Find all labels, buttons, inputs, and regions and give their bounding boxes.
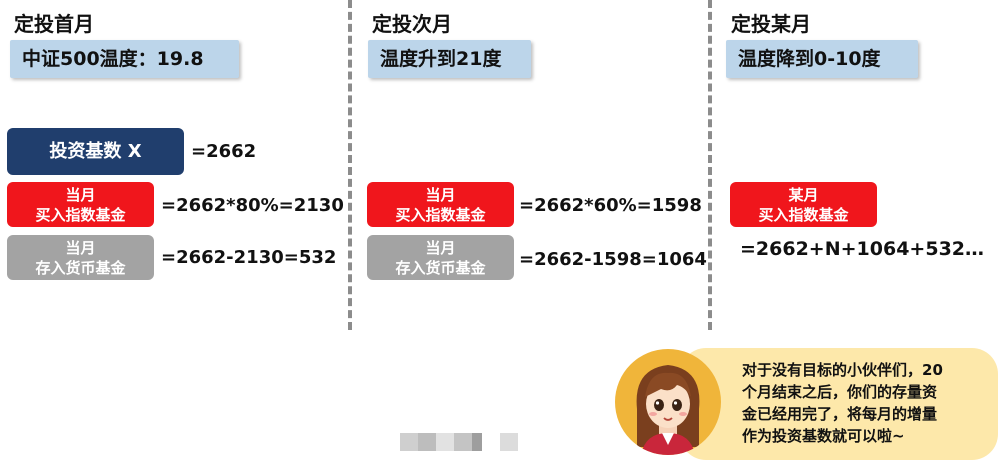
col1-money-box-line1: 当月 [65,238,96,257]
col1-money-fund-box: 当月 存入货币基金 [7,235,154,280]
col1-index-fund-box: 当月 买入指数基金 [7,182,154,227]
col3-temperature-label: 温度降到0-10度 [726,40,918,78]
col2-money-formula: =2662-1598=1064 [519,249,707,270]
col1-money-formula: =2662-2130=532 [161,247,337,268]
col1-index-formula: =2662*80%=2130 [161,195,344,216]
note-line-4: 作为投资基数就可以啦~ [742,427,905,445]
col2-index-fund-box: 当月 买入指数基金 [367,182,514,227]
col1-index-box-line2: 买入指数基金 [35,205,126,224]
note-line-2: 个月结束之后，你们的存量资 [742,383,938,401]
note-bubble: 对于没有目标的小伙伴们，20 个月结束之后，你们的存量资 金已经用完了，将每月的… [680,348,998,460]
note-line-1: 对于没有目标的小伙伴们，20 [742,361,943,379]
cartoon-girl-icon [636,365,700,455]
col2-index-box-line1: 当月 [425,185,456,204]
col1-title: 定投首月 [14,12,94,36]
col2-index-box-line2: 买入指数基金 [395,205,486,224]
col3-index-box-line2: 买入指数基金 [758,205,849,224]
col3-index-box-line1: 某月 [788,185,819,204]
base-amount-value: =2662 [191,141,257,162]
avatar [615,349,721,455]
col1-temperature-label: 中证500温度：19.8 [10,40,239,78]
col2-money-fund-box: 当月 存入货币基金 [367,235,514,280]
base-amount-label: 投资基数 X [49,140,142,162]
col3-total-formula: =2662+N+1064+532… [740,238,985,260]
column-divider-2 [708,0,712,330]
col1-money-box-line2: 存入货币基金 [35,258,126,277]
col3-title: 定投某月 [731,12,811,36]
col2-money-box-line1: 当月 [425,238,456,257]
col2-index-formula: =2662*60%=1598 [519,195,702,216]
col3-index-fund-box: 某月 买入指数基金 [730,182,877,227]
base-amount-box: 投资基数 X [7,128,184,175]
col2-temperature-label: 温度升到21度 [368,40,531,78]
col2-money-box-line2: 存入货币基金 [395,258,486,277]
column-divider-1 [348,0,352,330]
col2-title: 定投次月 [372,12,452,36]
col1-index-box-line1: 当月 [65,185,96,204]
note-line-3: 金已经用完了，将每月的增量 [742,405,938,423]
